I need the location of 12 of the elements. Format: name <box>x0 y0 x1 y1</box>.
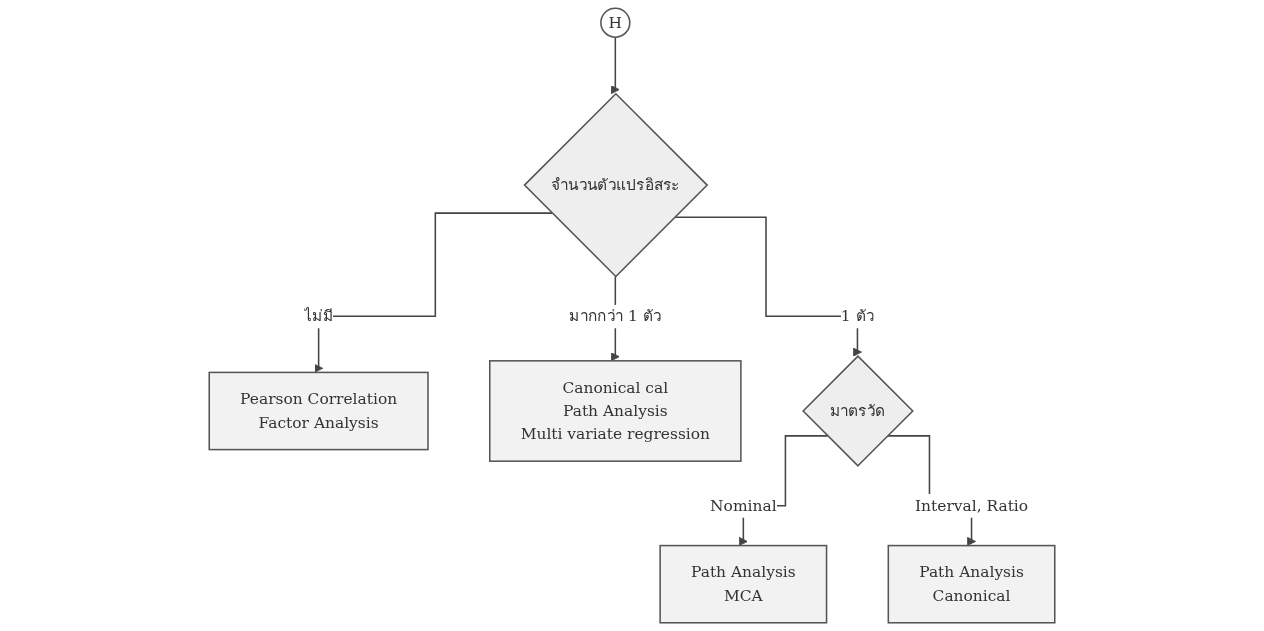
edge-label: Interval, Ratio <box>915 496 1029 515</box>
node-box: Pearson Correlation Factor Analysis <box>208 371 429 451</box>
node-diamond: มาตรวัด <box>802 355 914 467</box>
arrow <box>610 36 620 95</box>
edge-label: มากกว่า 1 ตัว <box>569 306 662 326</box>
node-box: Canonical cal Path Analysis Multi variate regression <box>489 360 742 462</box>
node-box: Path Analysis Canonical <box>887 544 1056 624</box>
edge-label: 1 ตัว <box>840 306 875 326</box>
edge-label: Nominal <box>710 496 777 515</box>
node-box: Path Analysis MCA <box>659 544 828 624</box>
node-circle: H <box>600 7 631 38</box>
node-diamond: จำนวนตัวแปรอิสระ <box>523 92 709 278</box>
